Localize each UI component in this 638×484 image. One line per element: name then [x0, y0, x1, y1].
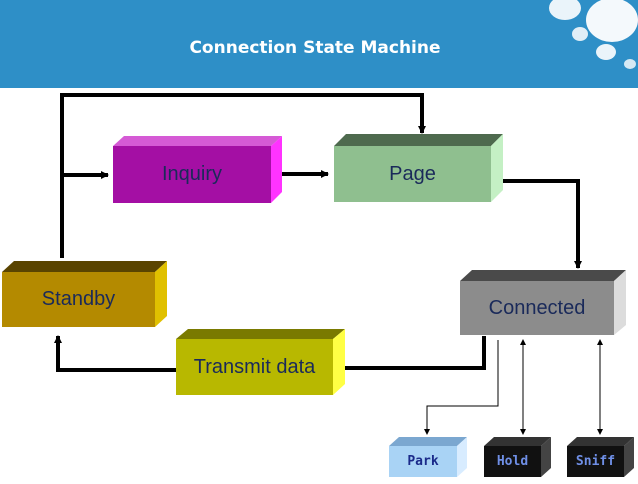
hold-state-box — [484, 437, 551, 477]
arrow-connected-to-transmit — [345, 336, 486, 370]
inquiry-state-box — [113, 136, 282, 203]
arrow-transmit-to-standby — [54, 335, 178, 372]
park-state-box — [389, 437, 467, 477]
park-label: Park — [407, 454, 439, 469]
connected-label: Connected — [488, 296, 586, 319]
transmit-state-box — [176, 329, 345, 395]
title-banner: Connection State Machine — [0, 0, 638, 88]
hold-label: Hold — [496, 454, 529, 469]
page-title: Connection State Machine — [189, 38, 441, 58]
standby-state-box — [2, 261, 167, 327]
inquiry-label: Inquiry — [161, 163, 223, 185]
page-state-box — [334, 134, 503, 202]
diagram-canvas — [2, 93, 634, 477]
connected-state-box — [460, 270, 626, 335]
transition-arrows — [54, 93, 582, 372]
standby-label: Standby — [41, 288, 116, 310]
substate-connectors — [424, 339, 603, 435]
sniff-state-box — [567, 437, 634, 477]
bubbles-decoration — [549, 0, 638, 69]
transmit-label: Transmit data — [193, 355, 316, 378]
state-diagram: Inquiry Page Standby Connected Transmit … — [0, 88, 638, 484]
page-label: Page — [389, 162, 436, 185]
arrow-page-to-connected — [500, 179, 582, 269]
sniff-label: Sniff — [575, 454, 616, 469]
connector-connected-to-park — [424, 340, 499, 435]
